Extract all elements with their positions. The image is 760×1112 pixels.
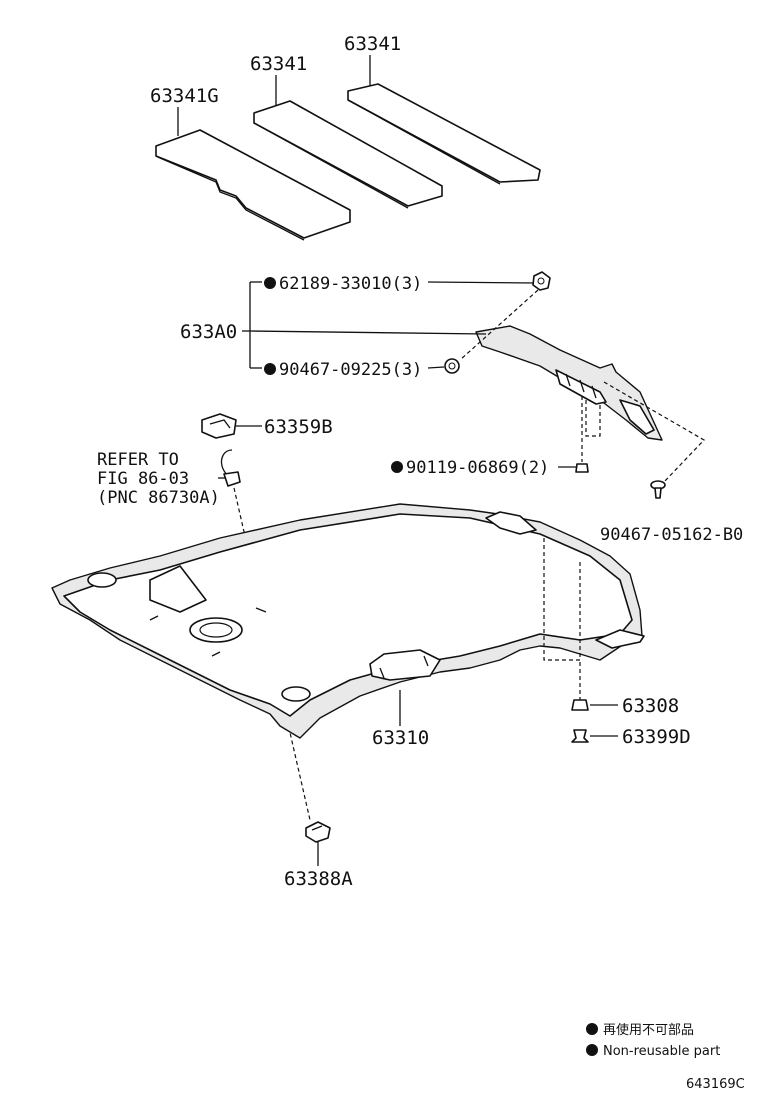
push-clip-icon — [650, 480, 666, 499]
wire-harness — [220, 449, 241, 487]
legend-en: Non-reusable part — [603, 1044, 720, 1059]
headliner-63310 — [51, 503, 645, 739]
label-633a0: 633A0 — [180, 321, 237, 343]
figure-code: 643169C — [686, 1077, 745, 1092]
label-63341g: 63341G — [150, 85, 219, 107]
clip-63388a-icon — [305, 821, 331, 843]
legend-marker — [586, 1044, 598, 1056]
pad-63341-rear — [347, 83, 541, 185]
screw-icon — [575, 463, 589, 473]
label-63341-middle: 63341 — [250, 53, 307, 75]
clip-icon — [444, 358, 460, 374]
non-reusable-marker — [391, 461, 403, 473]
legend-jp: 再使用不可部品 — [603, 1022, 694, 1038]
reference-line-1: REFER TO — [97, 450, 179, 470]
clip-63399d-icon — [571, 729, 589, 743]
reference-line-2: FIG 86-03 — [97, 469, 189, 489]
non-reusable-marker — [264, 277, 276, 289]
label-63399d: 63399D — [622, 726, 691, 748]
label-90119: 90119-06869(2) — [406, 458, 549, 478]
pad-63341-middle — [253, 100, 443, 209]
label-63310: 63310 — [372, 727, 429, 749]
label-62189: 62189-33010(3) — [279, 274, 422, 294]
label-63359b: 63359B — [264, 416, 333, 438]
legend-marker — [586, 1023, 598, 1035]
clip-63308-icon — [571, 699, 589, 711]
label-63308: 63308 — [622, 695, 679, 717]
pad-63341g — [155, 129, 351, 241]
holder-63359b — [201, 413, 237, 439]
label-63388a: 63388A — [284, 868, 353, 890]
label-90467-05162: 90467-05162-B0 — [600, 525, 743, 545]
label-90467-09225: 90467-09225(3) — [279, 360, 422, 380]
label-63341-rear: 63341 — [344, 33, 401, 55]
nut-icon — [532, 271, 551, 291]
non-reusable-marker — [264, 363, 276, 375]
reference-line-3: (PNC 86730A) — [97, 488, 220, 508]
assist-rail-assembly — [475, 325, 663, 441]
